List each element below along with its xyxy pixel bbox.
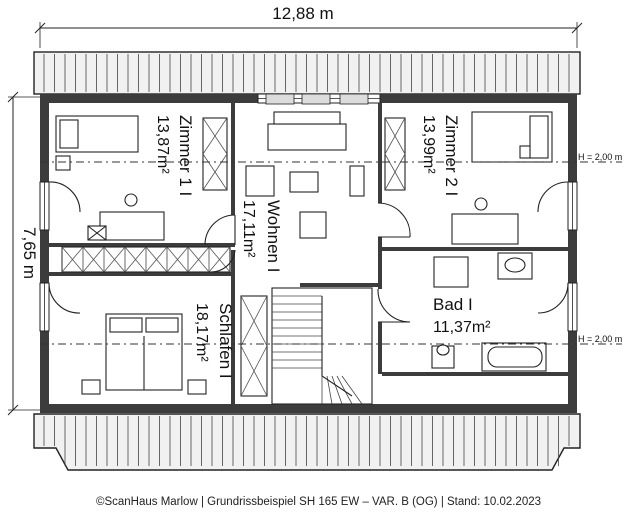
schlafen-furniture [81, 313, 207, 395]
width-label: 12,88 m [272, 4, 333, 23]
chair-icon [124, 193, 138, 207]
doors [48, 181, 569, 323]
room-name: Schlafen I [216, 303, 235, 379]
width-dimension: 12,88 m [34, 4, 583, 48]
roof-windows-top [257, 93, 381, 105]
room-name: Wohnen I [264, 200, 283, 272]
table-icon [289, 171, 319, 193]
desk-icon [99, 211, 165, 241]
height-note-lower: H = 2,00 m [578, 334, 622, 344]
wardrobe-schlafen [240, 295, 268, 397]
room-area: 18,17m² [193, 303, 210, 362]
room-name: Zimmer 1 I [176, 115, 195, 196]
bad-furniture [431, 252, 547, 372]
stair-tread [341, 375, 363, 405]
wardrobe-hatch [82, 246, 105, 273]
wardrobe-hatch [166, 246, 189, 273]
wardrobe-hatch [187, 246, 210, 273]
room-area: 13,87m² [154, 115, 171, 174]
wardrobe-hatch [61, 246, 84, 273]
stair-tread [331, 375, 343, 405]
room-area: 13,99m² [420, 115, 437, 174]
room-area: 17,11m² [240, 200, 257, 258]
wardrobe-hatch [124, 246, 147, 273]
armchair-icon [299, 211, 327, 239]
chair-icon [474, 197, 488, 211]
wardrobe-hatch [103, 246, 126, 273]
wardrobe-zimmer1 [202, 117, 228, 191]
stair-tread [326, 375, 333, 405]
room-area: 11,37m² [433, 319, 491, 336]
room-label-zimmer2: Zimmer 2 I 13,99m² [420, 115, 461, 196]
side-windows [39, 181, 578, 332]
room-label-bad: Bad I 11,37m² [433, 295, 491, 336]
roof-top [33, 51, 581, 95]
depth-label: 7,65 m [20, 227, 39, 279]
height-note-upper: H = 2,00 m [578, 152, 622, 162]
roof-bottom [33, 413, 581, 471]
sofa-icon [267, 123, 347, 151]
depth-dimension: 7,65 m [7, 91, 40, 416]
room-label-wohnen: Wohnen I 17,11m² [240, 200, 283, 272]
stair-tread [336, 375, 353, 405]
room-label-schlafen: Schlafen I 18,17m² [193, 303, 235, 379]
desk-icon [451, 213, 519, 245]
room-label-zimmer1: Zimmer 1 I 13,87m² [154, 115, 195, 196]
interior-walls [49, 103, 568, 404]
staircase [271, 287, 373, 405]
wardrobe-hatch [145, 246, 168, 273]
armchair-icon [245, 165, 275, 197]
wohnen-furniture [245, 111, 365, 239]
wardrobe-zimmer2 [384, 117, 406, 191]
room-name: Bad I [433, 295, 473, 314]
zimmer1-furniture [55, 115, 165, 241]
height-lines: H = 2,00 m H = 2,00 m [40, 152, 622, 345]
wardrobe-hatch [208, 246, 231, 273]
footer-credit: ©ScanHaus Marlow | Grundrissbeispiel SH … [95, 496, 542, 508]
wardrobe-band [61, 246, 231, 273]
cabinet-icon [433, 256, 469, 288]
zimmer2-furniture [451, 111, 553, 245]
room-name: Zimmer 2 I [442, 115, 461, 196]
